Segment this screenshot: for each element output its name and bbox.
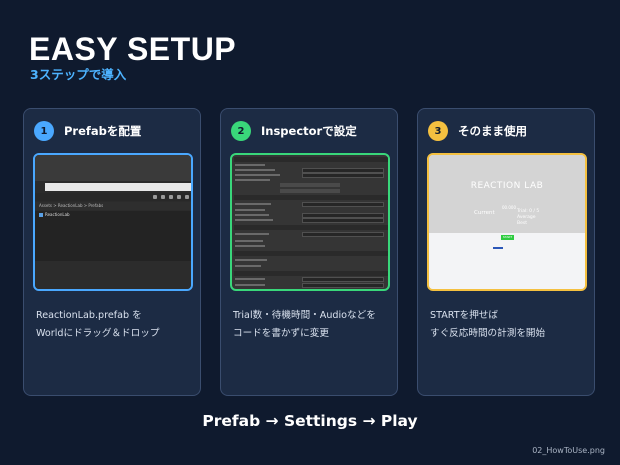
step-number-badge: 1	[34, 121, 54, 141]
inspector-section-header	[234, 251, 388, 256]
inspector-field	[302, 218, 384, 223]
step-description-line: ReactionLab.prefab を	[36, 310, 142, 321]
step-description: STARTを押せば すぐ反応時間の計測を開始	[430, 307, 590, 343]
page-subtitle: 3ステップで導入	[30, 67, 127, 82]
step-number-badge: 3	[428, 121, 448, 141]
prefab-icon	[39, 212, 43, 217]
inspector-header	[234, 157, 388, 162]
inspector-field	[302, 283, 384, 288]
inspector-field	[302, 168, 384, 173]
trial-count: Trial: 0 / 5	[517, 209, 540, 214]
current-label: Current	[474, 210, 495, 216]
prefab-name: ReactionLab	[45, 212, 70, 217]
step-screenshot-inspector	[230, 153, 390, 291]
game-background-wall	[429, 155, 585, 233]
editor-icon-row	[35, 193, 191, 201]
stats-panel: Trial: 0 / 5 Average Best	[517, 209, 539, 227]
step-description-line: Trial数・待機時間・Audioなどを	[233, 310, 376, 321]
inspector-section-header	[234, 271, 388, 276]
tool-icon	[177, 195, 181, 199]
step-title: Prefabを配置	[64, 124, 142, 138]
inspector-label	[235, 164, 265, 166]
inspector-label	[235, 278, 265, 280]
inspector-field	[302, 213, 384, 218]
tool-icon	[169, 195, 173, 199]
inspector-label	[235, 219, 273, 221]
step-description-line: STARTを押せば	[430, 310, 498, 321]
page-title: EASY SETUP	[29, 31, 237, 67]
step-card-3: 3 そのまま使用 REACTION LAB Current 00.000 Tri…	[417, 108, 595, 396]
step-description: Trial数・待機時間・Audioなどを コードを書かずに変更	[233, 307, 393, 343]
prefab-list-item: ReactionLab	[39, 212, 70, 217]
step-header: 2 Inspectorで設定	[231, 121, 357, 141]
inspector-label	[235, 259, 267, 261]
step-header: 1 Prefabを配置	[34, 121, 141, 141]
step-description-line: すぐ反応時間の計測を開始	[430, 328, 546, 339]
inspector-label	[235, 233, 269, 235]
best-label: Best	[517, 221, 527, 226]
step-screenshot-unity-project: Assets > ReactionLab > Prefabs ReactionL…	[33, 153, 193, 291]
inspector-field	[302, 202, 384, 207]
inspector-label	[235, 169, 275, 171]
inspector-label	[235, 284, 265, 286]
tool-icon	[185, 195, 189, 199]
project-panel	[35, 211, 191, 261]
filename-label: 02_HowToUse.png	[532, 446, 605, 455]
editor-top-area	[35, 155, 191, 181]
step-title: Inspectorで設定	[261, 124, 357, 138]
inspector-button	[280, 183, 340, 187]
step-card-2: 2 Inspectorで設定 Trial数・待機時間・Aud	[220, 108, 398, 396]
step-screenshot-game-view: REACTION LAB Current 00.000 Trial: 0 / 5…	[427, 153, 587, 291]
step-title: そのまま使用	[458, 124, 527, 138]
step-card-1: 1 Prefabを配置 Assets > ReactionLab > Prefa…	[23, 108, 201, 396]
inspector-label	[235, 240, 263, 242]
tool-icon	[153, 195, 157, 199]
step-description: ReactionLab.prefab を Worldにドラッグ＆ドロップ	[36, 307, 196, 343]
editor-bottom-area	[35, 261, 191, 289]
inspector-field	[302, 173, 384, 178]
start-button: START	[501, 235, 514, 240]
inspector-label	[235, 245, 265, 247]
inspector-field	[302, 232, 384, 237]
step-description-line: コードを書かずに変更	[233, 328, 329, 339]
inspector-section-header	[234, 225, 388, 230]
inspector-label	[235, 179, 270, 181]
project-breadcrumb: Assets > ReactionLab > Prefabs	[35, 202, 191, 210]
inspector-section-header	[234, 195, 388, 200]
inspector-label	[235, 209, 265, 211]
workflow-summary: Prefab → Settings → Play	[202, 412, 418, 430]
inspector-label	[235, 265, 261, 267]
editor-toolbar-strip	[45, 183, 191, 191]
inspector-field	[302, 277, 384, 282]
step-description-line: Worldにドラッグ＆ドロップ	[36, 328, 160, 339]
game-title: REACTION LAB	[470, 181, 544, 191]
inspector-label	[235, 174, 280, 176]
step-number-badge: 2	[231, 121, 251, 141]
current-value: 00.000	[502, 205, 516, 210]
average-label: Average	[517, 215, 536, 220]
inspector-label	[235, 203, 271, 205]
floor-pad	[493, 247, 503, 249]
inspector-label	[235, 214, 269, 216]
game-floor	[429, 233, 585, 289]
inspector-button	[280, 189, 340, 193]
step-header: 3 そのまま使用	[428, 121, 527, 141]
tool-icon	[161, 195, 165, 199]
